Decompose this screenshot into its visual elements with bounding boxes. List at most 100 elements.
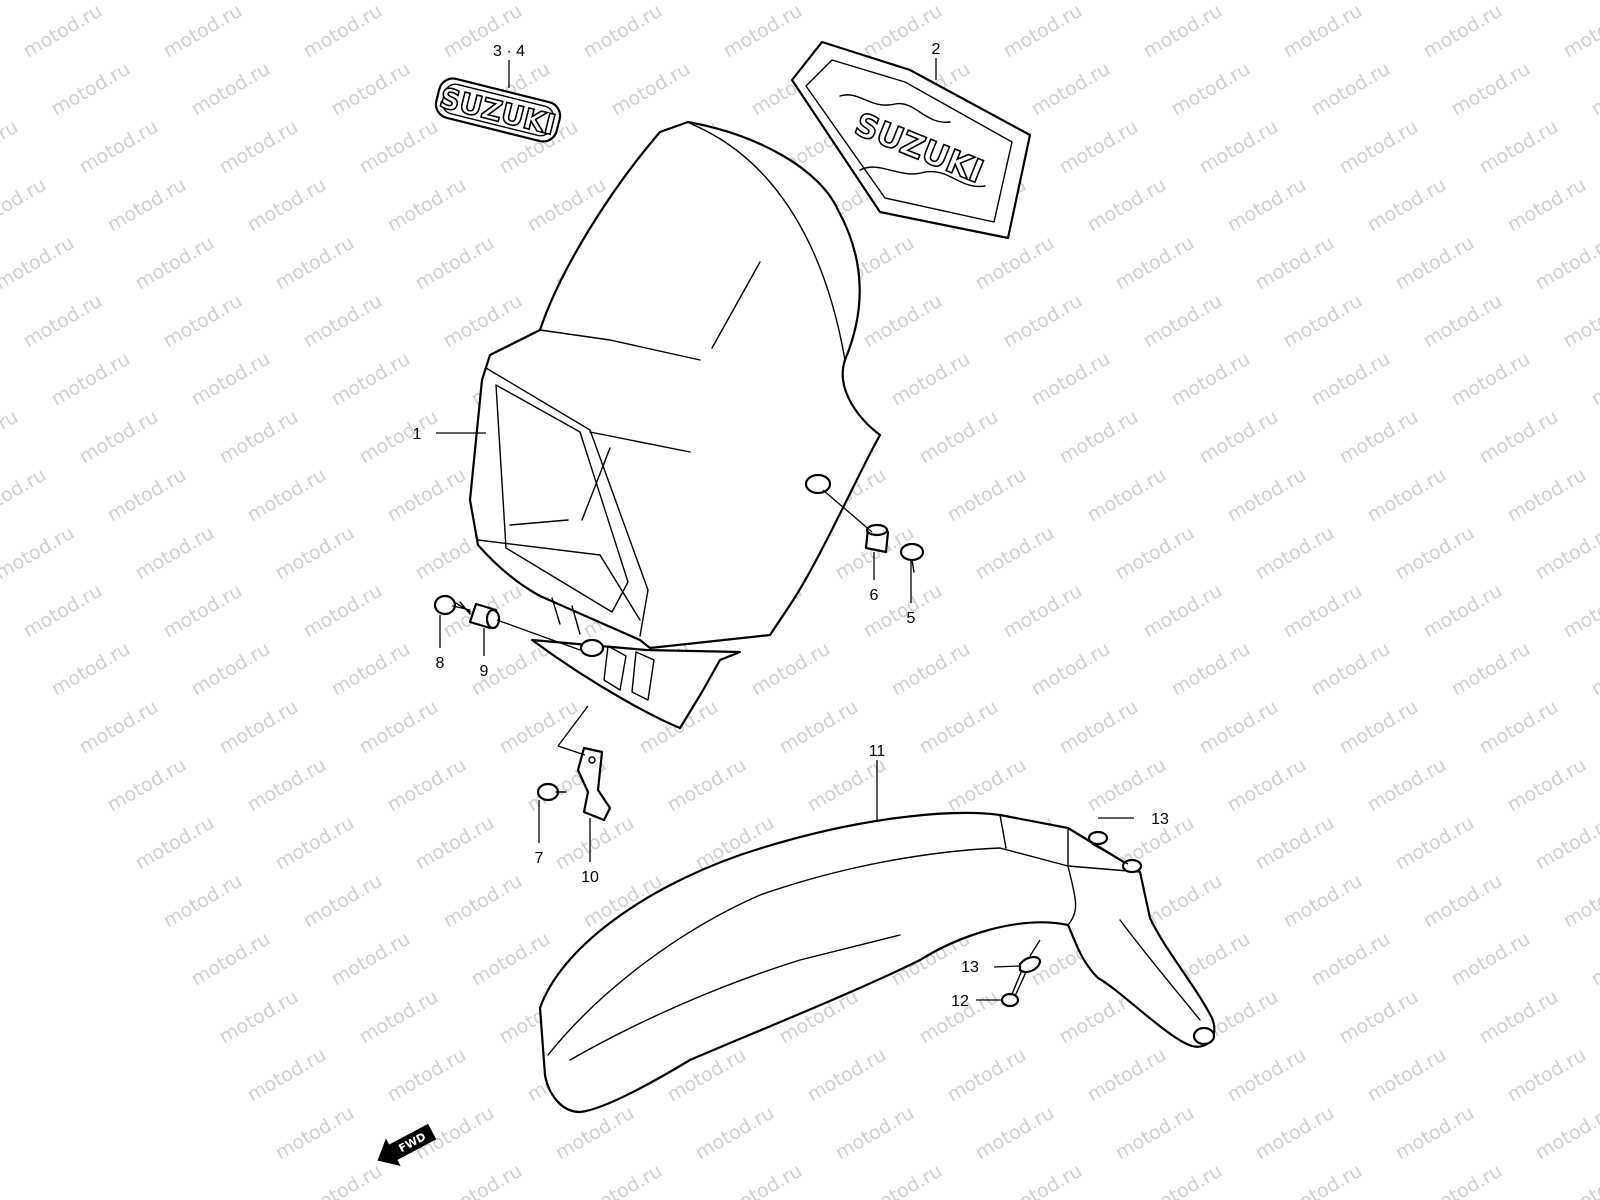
watermark-text-11: motod.ru bbox=[1392, 0, 1478, 4]
watermark-text-172: motod.ru bbox=[916, 696, 1002, 759]
watermark-text-105: motod.ru bbox=[76, 406, 162, 469]
collar-6[interactable] bbox=[864, 523, 890, 554]
watermark-text-239: motod.ru bbox=[944, 1044, 1030, 1107]
watermark-text-240: motod.ru bbox=[1084, 1044, 1170, 1107]
watermark-text-132: motod.ru bbox=[272, 522, 358, 585]
watermark-text-166: motod.ru bbox=[76, 696, 162, 759]
watermark-text-161: motod.ru bbox=[1028, 638, 1114, 701]
watermark-text-49: motod.ru bbox=[1336, 116, 1422, 179]
watermark-text-259: motod.ru bbox=[860, 1160, 946, 1200]
watermark-text-192: motod.ru bbox=[412, 812, 498, 875]
collar-9[interactable] bbox=[468, 602, 501, 630]
watermark-text-67: motod.ru bbox=[132, 232, 218, 295]
callout-8: 8 bbox=[436, 655, 445, 672]
watermark-text-176: motod.ru bbox=[1476, 696, 1562, 759]
watermark-text-18: motod.ru bbox=[580, 0, 666, 62]
watermark-text-4: motod.ru bbox=[412, 0, 498, 4]
watermark-text-50: motod.ru bbox=[1476, 116, 1562, 179]
watermark-text-102: motod.ru bbox=[1448, 348, 1534, 411]
watermark-text-81: motod.ru bbox=[300, 290, 386, 353]
watermark-text-163: motod.ru bbox=[1308, 638, 1394, 701]
watermark-text-125: motod.ru bbox=[1084, 464, 1170, 527]
watermark-text-165: motod.ru bbox=[1588, 638, 1600, 701]
screw-8[interactable] bbox=[433, 594, 471, 616]
watermark-text-34: motod.ru bbox=[1028, 58, 1114, 121]
suzuki-number-plate-decal[interactable]: SUZUKI bbox=[790, 40, 1032, 240]
callout-2: 2 bbox=[932, 41, 941, 58]
watermark-text-264: motod.ru bbox=[1560, 1160, 1600, 1200]
watermark-text-106: motod.ru bbox=[216, 406, 302, 469]
watermark-text-156: motod.ru bbox=[328, 638, 414, 701]
watermark-text-250: motod.ru bbox=[972, 1102, 1058, 1165]
watermark-text-143: motod.ru bbox=[160, 580, 246, 643]
watermark-text-209: motod.ru bbox=[1280, 870, 1366, 933]
watermark-text-98: motod.ru bbox=[888, 348, 974, 411]
watermark-text-221: motod.ru bbox=[1448, 928, 1534, 991]
watermark-text-90: motod.ru bbox=[1560, 290, 1600, 353]
watermark-text-213: motod.ru bbox=[328, 928, 414, 991]
callout-3-4: 3 · 4 bbox=[493, 43, 525, 60]
watermark-text-180: motod.ru bbox=[384, 754, 470, 817]
nut-13-lower[interactable] bbox=[1018, 955, 1042, 974]
watermark-text-8: motod.ru bbox=[972, 0, 1058, 4]
callout-9: 9 bbox=[480, 663, 489, 680]
watermark-text-76: motod.ru bbox=[1392, 232, 1478, 295]
screw-5[interactable] bbox=[899, 542, 925, 573]
watermark-text-171: motod.ru bbox=[776, 696, 862, 759]
watermark-text-201: motod.ru bbox=[160, 870, 246, 933]
watermark-text-127: motod.ru bbox=[1364, 464, 1450, 527]
watermark-text-52: motod.ru bbox=[0, 174, 50, 237]
watermark-text-94: motod.ru bbox=[328, 348, 414, 411]
watermark-text-75: motod.ru bbox=[1252, 232, 1338, 295]
callout-1: 1 bbox=[413, 426, 422, 443]
watermark-text-151: motod.ru bbox=[1280, 580, 1366, 643]
watermark-text-190: motod.ru bbox=[132, 812, 218, 875]
callout-5: 5 bbox=[907, 610, 916, 627]
watermark-text-174: motod.ru bbox=[1196, 696, 1282, 759]
watermark-text-256: motod.ru bbox=[440, 1160, 526, 1200]
watermark-text-119: motod.ru bbox=[244, 464, 330, 527]
headlight-cowl[interactable] bbox=[468, 120, 882, 730]
watermark-text-126: motod.ru bbox=[1224, 464, 1310, 527]
screw-7[interactable] bbox=[536, 782, 567, 802]
watermark-text-234: motod.ru bbox=[244, 1044, 330, 1107]
watermark-text-92: motod.ru bbox=[48, 348, 134, 411]
watermark-text-101: motod.ru bbox=[1308, 348, 1394, 411]
watermark-text-103: motod.ru bbox=[1588, 348, 1600, 411]
watermark-text-179: motod.ru bbox=[244, 754, 330, 817]
watermark-text-253: motod.ru bbox=[1392, 1102, 1478, 1165]
watermark-text-40: motod.ru bbox=[76, 116, 162, 179]
watermark-text-28: motod.ru bbox=[188, 58, 274, 121]
watermark-text-140: motod.ru bbox=[1392, 522, 1478, 585]
watermark-text-220: motod.ru bbox=[1308, 928, 1394, 991]
watermark-text-115: motod.ru bbox=[1476, 406, 1562, 469]
watermark-text-19: motod.ru bbox=[720, 0, 806, 62]
watermark-text-42: motod.ru bbox=[356, 116, 442, 179]
watermark-text-242: motod.ru bbox=[1364, 1044, 1450, 1107]
watermark-text-231: motod.ru bbox=[1336, 986, 1422, 1049]
watermark-text-112: motod.ru bbox=[1056, 406, 1142, 469]
front-fender[interactable] bbox=[538, 811, 1216, 1114]
watermark-text-182: motod.ru bbox=[664, 754, 750, 817]
watermark-text-186: motod.ru bbox=[1224, 754, 1310, 817]
watermark-text-14: motod.ru bbox=[20, 0, 106, 62]
leader-lines bbox=[436, 58, 1134, 1001]
watermark-text-23: motod.ru bbox=[1280, 0, 1366, 62]
headlight-bracket[interactable] bbox=[576, 746, 612, 822]
watermark-text-188: motod.ru bbox=[1504, 754, 1590, 817]
watermark-text-69: motod.ru bbox=[412, 232, 498, 295]
bolt-12[interactable] bbox=[1000, 969, 1027, 1008]
watermark-text-88: motod.ru bbox=[1280, 290, 1366, 353]
watermark-text-29: motod.ru bbox=[328, 58, 414, 121]
watermark-text-25: motod.ru bbox=[1560, 0, 1600, 62]
watermark-text-252: motod.ru bbox=[1252, 1102, 1338, 1165]
watermark-text-175: motod.ru bbox=[1336, 696, 1422, 759]
watermark-text-62: motod.ru bbox=[1364, 174, 1450, 237]
watermark-text-104: motod.ru bbox=[0, 406, 22, 469]
watermark-text-86: motod.ru bbox=[1000, 290, 1086, 353]
watermark-text-12: motod.ru bbox=[1532, 0, 1600, 4]
watermark-text-191: motod.ru bbox=[272, 812, 358, 875]
watermark-text-38: motod.ru bbox=[1588, 58, 1600, 121]
callout-10: 10 bbox=[581, 869, 599, 886]
